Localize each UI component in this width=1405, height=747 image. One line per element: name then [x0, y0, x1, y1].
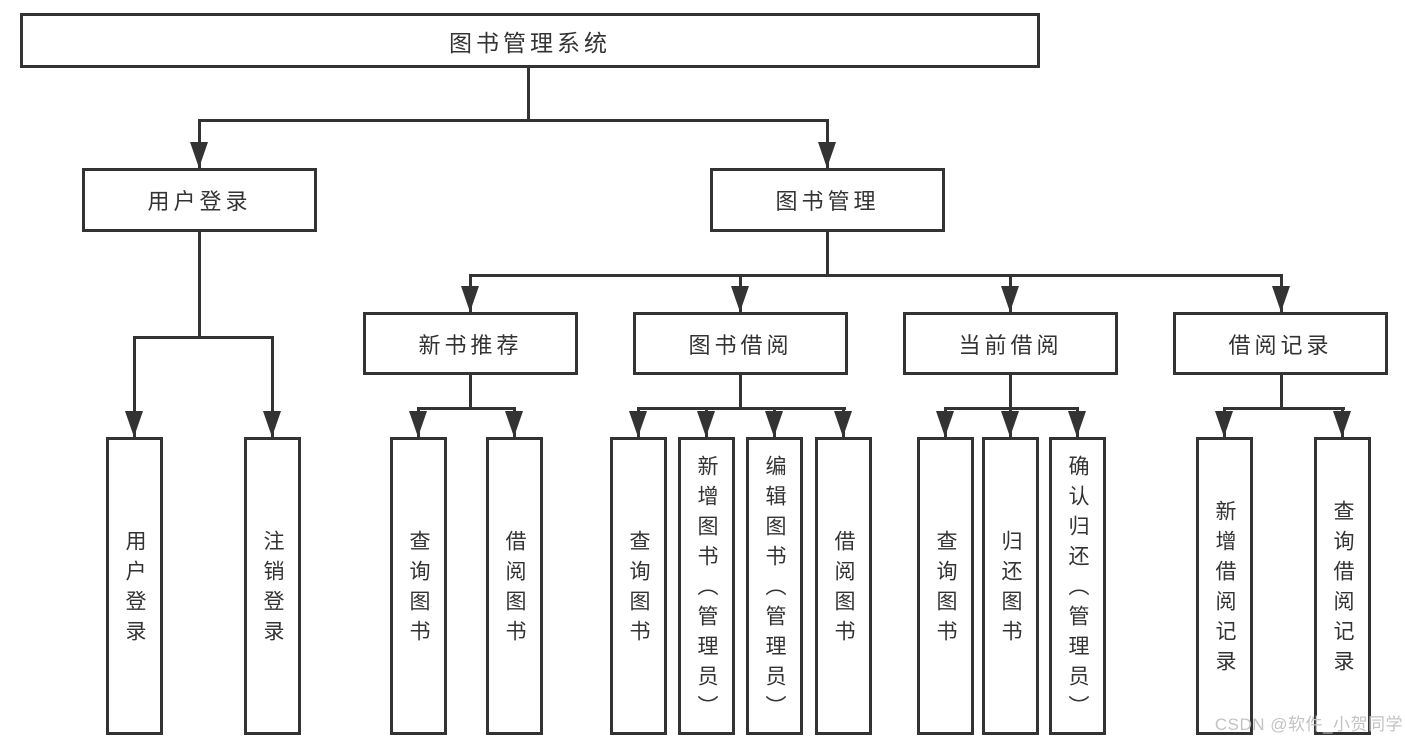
- leaf-logout: 注销登录: [244, 437, 301, 735]
- connector-newbooks-hline: [417, 407, 516, 410]
- connector-userlogin-hline: [133, 336, 274, 339]
- connector-newbooks-vline: [469, 375, 472, 407]
- connector-stem: [271, 336, 274, 437]
- arrow-down-icon: [1215, 411, 1233, 437]
- node-book-management: 图书管理: [710, 168, 945, 232]
- leaf-newbooks-borrow-books: 借阅图书: [486, 437, 543, 735]
- arrow-down-icon: [731, 286, 749, 312]
- connector-currentborrow-vline: [1009, 375, 1012, 407]
- csdn-watermark: CSDN @软件_小贺同学: [1214, 715, 1403, 734]
- node-new-book-recommend-label: 新书推荐: [418, 332, 523, 358]
- arrow-down-icon: [1001, 286, 1019, 312]
- node-new-book-recommend: 新书推荐: [363, 312, 578, 375]
- leaf-add-book-admin-label: 新增图书（管理员）: [695, 455, 718, 725]
- arrow-down-icon: [818, 142, 836, 168]
- arrow-down-icon: [1272, 286, 1290, 312]
- node-book-borrow: 图书借阅: [633, 312, 848, 375]
- leaf-confirm-return-admin-label: 确认归还（管理员）: [1066, 455, 1089, 725]
- leaf-borrow-query-books: 查询图书: [610, 437, 667, 735]
- arrow-down-icon: [409, 411, 427, 437]
- node-borrow-records: 借阅记录: [1173, 312, 1388, 375]
- arrow-down-icon: [461, 286, 479, 312]
- node-user-login: 用户登录: [82, 168, 317, 232]
- node-root-label: 图书管理系统: [449, 29, 611, 56]
- arrow-down-icon: [125, 411, 143, 437]
- leaf-newbooks-borrow-books-label: 借阅图书: [503, 530, 526, 650]
- leaf-edit-book-admin-label: 编辑图书（管理员）: [763, 455, 786, 725]
- connector-root-hline: [198, 119, 829, 122]
- leaf-user-login-label: 用户登录: [123, 530, 146, 650]
- leaf-current-query-books: 查询图书: [917, 437, 974, 735]
- leaf-add-borrow-record: 新增借阅记录: [1196, 437, 1253, 735]
- leaf-confirm-return-admin: 确认归还（管理员）: [1049, 437, 1106, 735]
- leaf-borrow-book: 借阅图书: [815, 437, 872, 735]
- node-user-login-label: 用户登录: [147, 189, 252, 214]
- leaf-query-borrow-record: 查询借阅记录: [1314, 437, 1371, 735]
- leaf-user-login: 用户登录: [106, 437, 163, 735]
- leaf-newbooks-query-books: 查询图书: [390, 437, 447, 735]
- leaf-current-query-books-label: 查询图书: [934, 530, 957, 650]
- leaf-edit-book-admin: 编辑图书（管理员）: [746, 437, 803, 735]
- arrow-down-icon: [190, 142, 208, 168]
- arrow-down-icon: [765, 411, 783, 437]
- connector-bookborrow-vline: [739, 375, 742, 407]
- connector-stem: [133, 336, 136, 437]
- leaf-newbooks-query-books-label: 查询图书: [407, 530, 430, 650]
- connector-borrowrecords-hline: [1223, 407, 1345, 410]
- leaf-return-book-label: 归还图书: [999, 530, 1022, 650]
- connector-bookmgmt-vline: [826, 232, 829, 274]
- arrow-down-icon: [1001, 411, 1019, 437]
- arrow-down-icon: [834, 411, 852, 437]
- leaf-add-borrow-record-label: 新增借阅记录: [1213, 500, 1236, 680]
- arrow-down-icon: [697, 411, 715, 437]
- arrow-down-icon: [629, 411, 647, 437]
- leaf-borrow-query-books-label: 查询图书: [627, 530, 650, 650]
- arrow-down-icon: [936, 411, 954, 437]
- node-root-system: 图书管理系统: [20, 13, 1040, 68]
- arrow-down-icon: [1068, 411, 1086, 437]
- node-book-borrow-label: 图书借阅: [688, 332, 793, 358]
- leaf-return-book: 归还图书: [982, 437, 1039, 735]
- connector-userlogin-vline: [198, 232, 201, 336]
- connector-bookmgmt-hline: [469, 274, 1282, 277]
- node-borrow-records-label: 借阅记录: [1228, 332, 1333, 358]
- connector-borrowrecords-vline: [1280, 375, 1283, 407]
- connector-root-vline: [527, 68, 530, 121]
- arrow-down-icon: [1333, 411, 1351, 437]
- node-current-borrow: 当前借阅: [903, 312, 1118, 375]
- leaf-logout-label: 注销登录: [261, 530, 284, 650]
- arrow-down-icon: [505, 411, 523, 437]
- connector-bookborrow-hline: [637, 407, 846, 410]
- arrow-down-icon: [263, 411, 281, 437]
- node-book-management-label: 图书管理: [775, 189, 880, 214]
- leaf-borrow-book-label: 借阅图书: [832, 530, 855, 650]
- node-current-borrow-label: 当前借阅: [958, 332, 1063, 358]
- leaf-query-borrow-record-label: 查询借阅记录: [1331, 500, 1354, 680]
- leaf-add-book-admin: 新增图书（管理员）: [678, 437, 735, 735]
